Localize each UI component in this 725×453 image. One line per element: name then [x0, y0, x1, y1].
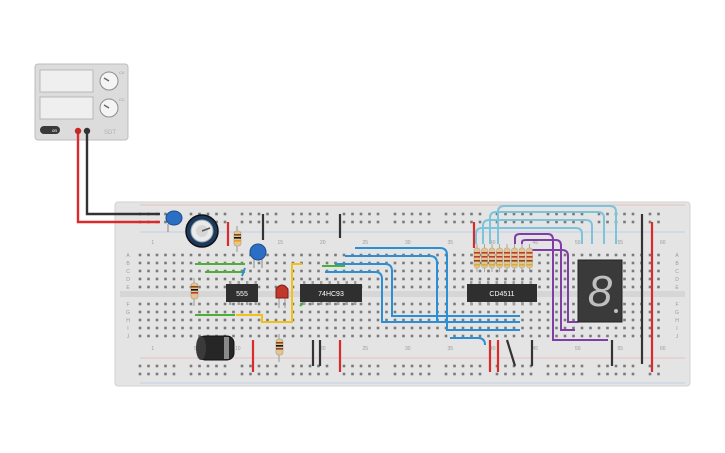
- red-power-lead[interactable]: [76, 134, 160, 224]
- chip-cd4511[interactable]: CD4511: [467, 284, 537, 302]
- yellow-wire[interactable]: [236, 263, 302, 323]
- column-number: 50: [575, 240, 581, 246]
- chip-pins: [229, 281, 532, 305]
- column-number: 45: [532, 240, 538, 246]
- row-letter: F: [126, 302, 129, 308]
- column-number: 1: [151, 240, 154, 246]
- voltage-display: [39, 69, 94, 93]
- column-number: 10: [235, 346, 241, 352]
- current-display: [39, 96, 94, 120]
- column-number: 1: [151, 346, 154, 352]
- row-letter: H: [126, 318, 130, 324]
- row-letter: F: [675, 302, 678, 308]
- column-number: 35: [447, 346, 453, 352]
- row-letter: G: [126, 310, 130, 316]
- row-letter: C: [126, 269, 130, 275]
- column-number: 5: [194, 346, 197, 352]
- column-number: 55: [617, 240, 623, 246]
- power-supply-brand: SDT: [104, 130, 116, 136]
- lightblue-wires[interactable]: [475, 205, 617, 244]
- green-wires[interactable]: [195, 263, 345, 316]
- electrolytic-capacitor[interactable]: [196, 335, 235, 361]
- column-number: 30: [405, 240, 411, 246]
- resistor-left[interactable]: [190, 278, 199, 306]
- power-button[interactable]: [40, 126, 60, 134]
- blue-capacitor-left[interactable]: [165, 210, 183, 232]
- column-number: 55: [617, 346, 623, 352]
- power-button-label: on: [52, 128, 58, 133]
- column-number: 60: [660, 346, 666, 352]
- row-letter: A: [126, 253, 130, 259]
- row-letter: J: [127, 334, 130, 340]
- column-number: 15: [277, 240, 283, 246]
- seven-segment-display[interactable]: 8: [577, 259, 623, 323]
- column-number: 45: [532, 346, 538, 352]
- column-number: 20: [320, 240, 326, 246]
- display-digit: 8: [588, 267, 613, 316]
- decimal-point: [614, 309, 618, 313]
- row-letter: E: [675, 285, 679, 291]
- knob-label-cc: CC: [119, 97, 125, 102]
- blue-wires[interactable]: [241, 247, 520, 346]
- resistor-timing[interactable]: [233, 226, 242, 252]
- red-led[interactable]: [275, 284, 289, 308]
- chip-74hc93-label: 74HC93: [318, 291, 344, 298]
- positive-terminal[interactable]: [74, 127, 82, 135]
- row-letter: I: [676, 326, 677, 332]
- potentiometer[interactable]: [185, 214, 219, 248]
- purple-wires[interactable]: [514, 233, 608, 341]
- column-number: 60: [660, 240, 666, 246]
- row-letter: I: [127, 326, 128, 332]
- row-letter: G: [675, 310, 679, 316]
- column-number: 35: [447, 240, 453, 246]
- blue-capacitor-mid[interactable]: [249, 243, 267, 268]
- column-number: 40: [490, 240, 496, 246]
- row-letter: D: [675, 277, 679, 283]
- column-number: 20: [320, 346, 326, 352]
- column-number: 30: [405, 346, 411, 352]
- knob-label-cv: CV: [119, 70, 125, 75]
- black-power-lead[interactable]: [85, 134, 160, 216]
- negative-terminal[interactable]: [83, 127, 91, 135]
- row-letter: C: [675, 269, 679, 275]
- column-number: 50: [575, 346, 581, 352]
- column-number: 25: [362, 240, 368, 246]
- power-supply[interactable]: CV CC on SDT: [34, 63, 129, 141]
- row-letter: B: [126, 261, 130, 267]
- chip-555[interactable]: 555: [226, 284, 258, 302]
- row-letter: B: [675, 261, 679, 267]
- resistor-bank[interactable]: [473, 244, 533, 272]
- chip-555-label: 555: [236, 291, 248, 298]
- row-letter: E: [126, 285, 130, 291]
- chip-cd4511-label: CD4511: [489, 291, 514, 298]
- chip-74hc93[interactable]: 74HC93: [300, 284, 362, 302]
- row-letter: D: [126, 277, 130, 283]
- power-jumpers[interactable]: [226, 214, 654, 372]
- row-letter: J: [676, 334, 679, 340]
- row-letter: A: [675, 253, 679, 259]
- row-letter: H: [675, 318, 679, 324]
- column-number: 25: [362, 346, 368, 352]
- resistor-led[interactable]: [275, 334, 284, 362]
- column-number: 40: [490, 346, 496, 352]
